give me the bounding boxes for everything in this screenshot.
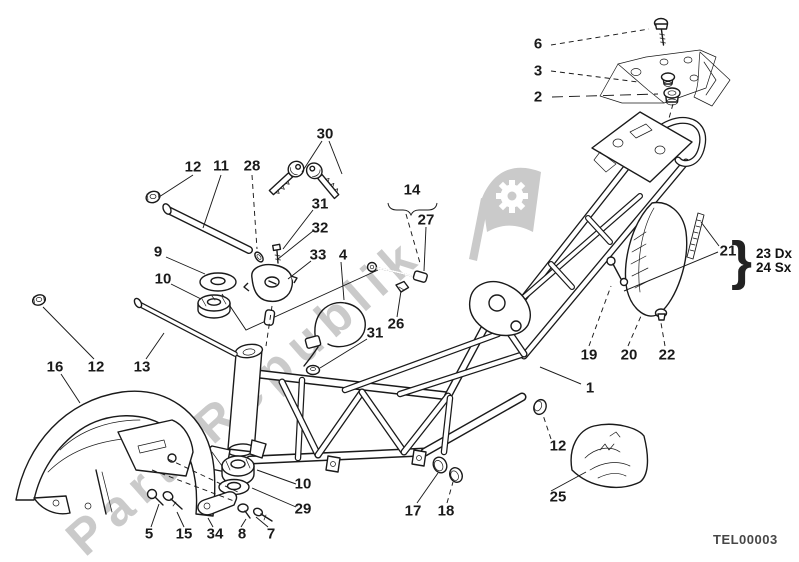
engine-mount-tabs (325, 449, 427, 473)
part-rod-11 (162, 203, 253, 254)
part-bolt-5 (146, 488, 164, 506)
callout-14: 14 (404, 182, 421, 199)
callout-25: 25 (550, 489, 567, 506)
callout-10: 10 (295, 476, 312, 493)
leader-lines (42, 28, 720, 528)
callout-8: 8 (238, 526, 246, 543)
part-bracket-3 (599, 49, 731, 107)
part-nut-12-top (145, 190, 161, 204)
callout-16: 16 (47, 359, 64, 376)
callout-6: 6 (534, 36, 542, 53)
annotations: } 23 Dx 24 Sx TEL00003 (713, 231, 793, 547)
part-washer-9 (199, 272, 237, 292)
artwork (15, 17, 731, 522)
side-note-line2: 24 Sx (756, 260, 792, 275)
part-wire-4 (303, 301, 366, 367)
callout-18: 18 (438, 503, 455, 520)
frame-tube (279, 379, 321, 458)
frame-tube (359, 389, 407, 455)
part-clip-26 (395, 280, 410, 293)
callout-34: 34 (207, 526, 224, 543)
frame-tube (442, 396, 452, 454)
callout-13: 13 (134, 359, 151, 376)
callout-31: 31 (367, 325, 384, 342)
plate-code: TEL00003 (713, 532, 778, 547)
part-plug-22 (654, 308, 668, 321)
callout-28: 28 (244, 158, 261, 175)
callout-17: 17 (405, 503, 422, 520)
frame-tube (401, 393, 451, 455)
part-side-panel-20 (606, 201, 705, 321)
part-main-frame (245, 281, 547, 473)
part-bolt-6 (653, 17, 669, 46)
part-plug-17 (432, 456, 448, 474)
callout-21: 21 (720, 243, 737, 260)
grouping-brace: } (731, 231, 752, 291)
callout-10: 10 (155, 271, 172, 288)
callout-27: 27 (418, 212, 435, 229)
subframe-top-plate (591, 111, 693, 183)
frame-tube (343, 332, 500, 392)
part-nut-12-left (31, 294, 47, 306)
parts-republik-flag-logo (469, 167, 541, 261)
lock-boss (305, 364, 321, 376)
callout-26: 26 (388, 316, 405, 333)
callout-12: 12 (550, 438, 567, 455)
frame-tube (586, 216, 612, 244)
callout-19: 19 (581, 347, 598, 364)
swingarm-pivot-plate (468, 281, 531, 337)
callout-2: 2 (534, 89, 542, 106)
callout-3: 3 (534, 63, 542, 80)
callout-29: 29 (295, 501, 312, 518)
callout-31: 31 (312, 196, 329, 213)
bracket-14 (387, 202, 438, 217)
callout-30: 30 (317, 126, 334, 143)
callout-11: 11 (213, 158, 229, 175)
part-keys-30 (265, 157, 344, 202)
callout-22: 22 (659, 347, 676, 364)
part-bolt-15 (162, 491, 183, 510)
frame-tube (247, 449, 428, 463)
callout-12: 12 (88, 359, 105, 376)
part-cap-27 (412, 270, 428, 283)
callout-20: 20 (621, 347, 638, 364)
part-plug-18 (449, 467, 463, 483)
callout-5: 5 (145, 526, 153, 543)
part-decal-21 (686, 212, 705, 260)
part-bearing-10-upper (197, 294, 231, 319)
callout-12: 12 (185, 159, 202, 176)
part-bolt-8 (237, 503, 251, 519)
part-washer-28 (254, 251, 264, 263)
frame-tube (422, 394, 525, 455)
callout-4: 4 (339, 247, 348, 264)
frame-tube (315, 389, 365, 458)
part-rod-13 (133, 297, 238, 357)
frame-tube (549, 262, 574, 289)
part-screw-19 (606, 256, 629, 287)
callout-1: 1 (586, 380, 594, 397)
part-bracket-34 (197, 491, 238, 516)
part-sticker-25 (570, 423, 649, 489)
part-ignition-switch-33 (243, 263, 298, 347)
part-fender-16 (15, 390, 216, 517)
part-plugs-2 (660, 72, 681, 130)
part-screw-31 (271, 243, 282, 264)
frame-tube (521, 159, 689, 359)
callout-32: 32 (312, 220, 329, 237)
callout-7: 7 (267, 526, 275, 543)
part-cable-14 (366, 261, 428, 293)
callout-15: 15 (176, 526, 193, 543)
part-bolt-7 (252, 507, 273, 522)
callout-33: 33 (310, 247, 327, 264)
frame-tube (398, 352, 526, 396)
callout-9: 9 (154, 244, 162, 261)
side-note-line1: 23 Dx (756, 246, 793, 261)
